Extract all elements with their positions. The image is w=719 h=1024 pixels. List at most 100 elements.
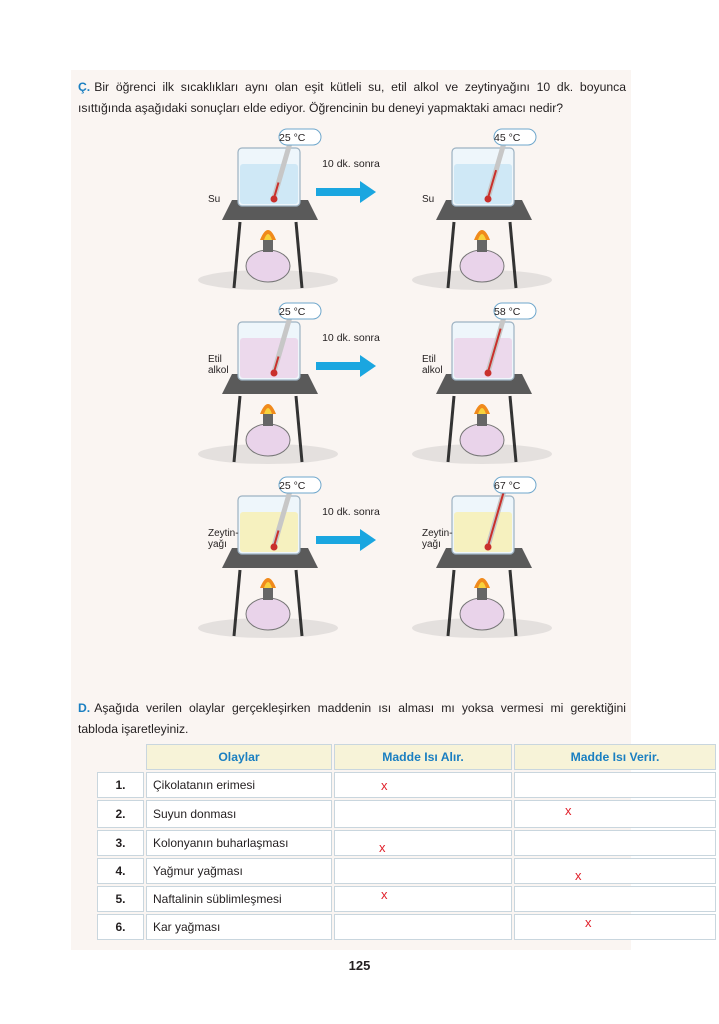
flame-core — [478, 408, 486, 414]
release-mark: x — [514, 914, 716, 940]
burner-body — [245, 423, 291, 457]
start-heating-setup — [198, 476, 338, 638]
burner-neck — [477, 414, 487, 426]
tripod-leg — [446, 569, 456, 637]
burner-neck — [263, 588, 273, 600]
header-blank — [97, 744, 144, 770]
row-number: 6. — [97, 914, 144, 940]
tripod-leg — [508, 395, 518, 463]
row-event: Kolonyanın buharlaşması — [146, 830, 332, 856]
tripod-leg — [446, 221, 456, 289]
tripod-leg — [508, 569, 518, 637]
flame-core — [478, 582, 486, 588]
burner-body — [459, 249, 505, 283]
header-events: Olaylar — [146, 744, 332, 770]
arrow-label: 10 dk. sonra — [322, 506, 380, 518]
liquid — [454, 512, 512, 552]
row-number: 4. — [97, 858, 144, 884]
thermometer-bulb — [270, 195, 278, 203]
end-heating-setup — [412, 476, 552, 638]
thermometer-column — [273, 530, 280, 547]
table-row: 2. Suyun donması x — [97, 800, 716, 828]
thermometer-bulb — [270, 369, 278, 377]
release-mark: x — [514, 858, 716, 884]
temperature-bubble — [278, 302, 322, 320]
thermometer-column — [273, 182, 280, 199]
liquid — [240, 164, 298, 204]
question-d-text: Aşağıda verilen olaylar gerçekleşirken m… — [78, 701, 626, 736]
flame-core — [264, 582, 272, 588]
burner-neck — [263, 414, 273, 426]
tripod-leg — [508, 221, 518, 289]
arrow-shaft — [316, 362, 362, 370]
liquid — [240, 338, 298, 378]
absorb-mark — [334, 914, 512, 940]
liquid-label-start: Su — [208, 194, 221, 205]
table-header-row: Olaylar Madde Isı Alır. Madde Isı Verir. — [97, 744, 716, 770]
thermometer-bulb — [484, 543, 492, 551]
table-row: 4. Yağmur yağması x — [97, 858, 716, 884]
start-heating-setup — [198, 128, 338, 290]
question-d-letter: D. — [78, 701, 91, 715]
thermometer-column — [487, 328, 502, 373]
release-mark — [514, 886, 716, 912]
start-temperature: 25 °C — [279, 306, 306, 318]
events-table: Olaylar Madde Isı Alır. Madde Isı Verir.… — [95, 742, 718, 942]
arrow-shaft — [316, 188, 362, 196]
row-number: 5. — [97, 886, 144, 912]
thermometer-column — [487, 493, 505, 547]
start-temperature: 25 °C — [279, 132, 306, 144]
row-event: Suyun donması — [146, 800, 332, 828]
temperature-bubble — [493, 128, 537, 146]
temperature-bubble — [493, 476, 537, 494]
liquid — [454, 338, 512, 378]
release-mark: x — [514, 800, 716, 828]
flame-core — [264, 234, 272, 240]
flame-core — [478, 234, 486, 240]
thermometer-column — [487, 169, 498, 199]
tripod-leg — [294, 221, 304, 289]
question-c-letter: Ç. — [78, 80, 91, 94]
table-row: 5. Naftalinin süblimleşmesi x — [97, 886, 716, 912]
question-d: D.Aşağıda verilen olaylar gerçekleşirken… — [78, 698, 626, 740]
end-heating-setup — [412, 302, 552, 464]
arrow-head — [360, 355, 376, 377]
tripod-leg — [446, 395, 456, 463]
experiment-illustration — [198, 128, 552, 290]
temperature-bubble — [278, 476, 322, 494]
thermometer-bulb — [270, 543, 278, 551]
end-temperature: 67 °C — [494, 480, 521, 492]
burner-neck — [477, 240, 487, 252]
arrow-head — [360, 181, 376, 203]
thermometer-bulb — [484, 369, 492, 377]
release-mark — [514, 772, 716, 798]
tripod-leg — [232, 395, 242, 463]
header-heat-absorb: Madde Isı Alır. — [334, 744, 512, 770]
start-temperature: 25 °C — [279, 480, 306, 492]
start-heating-setup — [198, 302, 338, 464]
thermometer-bulb — [484, 195, 492, 203]
row-number: 1. — [97, 772, 144, 798]
experiment-illustration — [198, 476, 552, 638]
row-event: Kar yağması — [146, 914, 332, 940]
table-row: 1. Çikolatanın erimesi x — [97, 772, 716, 798]
page-number: 125 — [348, 958, 371, 973]
arrow-right-icon — [316, 355, 376, 377]
liquid-label-end: Zeytin-yağı — [422, 528, 453, 550]
table-row: 6. Kar yağması x — [97, 914, 716, 940]
end-temperature: 58 °C — [494, 306, 521, 318]
tripod-leg — [232, 569, 242, 637]
liquid — [240, 512, 298, 552]
burner-body — [245, 597, 291, 631]
arrow-right-icon — [316, 181, 376, 203]
arrow-label: 10 dk. sonra — [322, 158, 380, 170]
burner-neck — [263, 240, 273, 252]
release-mark — [514, 830, 716, 856]
burner-body — [459, 597, 505, 631]
absorb-mark: x — [334, 886, 512, 912]
experiment-illustration — [198, 302, 552, 464]
temperature-bubble — [493, 302, 537, 320]
absorb-mark: x — [334, 830, 512, 856]
